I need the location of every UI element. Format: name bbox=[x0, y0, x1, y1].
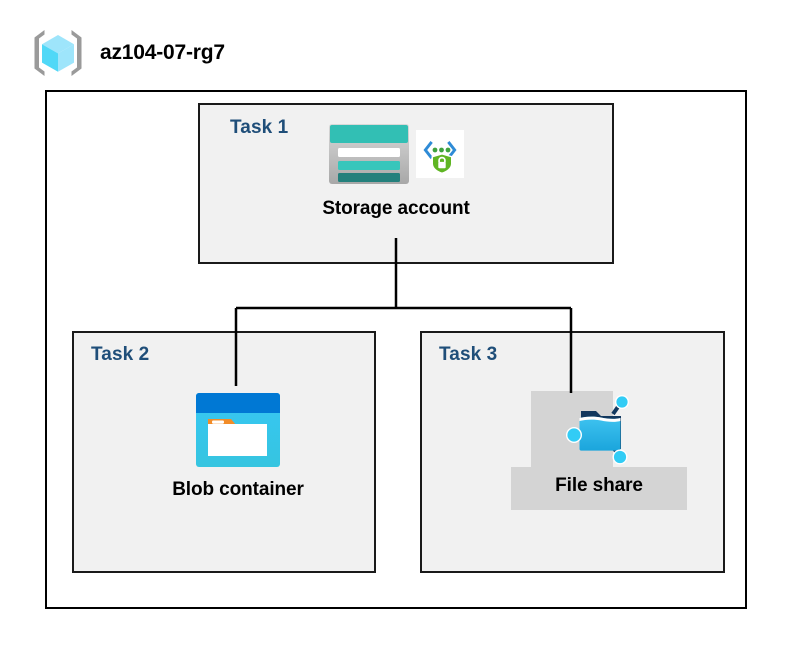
storage-account-icon bbox=[329, 124, 409, 184]
task-3-label: Task 3 bbox=[439, 344, 498, 365]
node-storage-account[interactable]: Storage account bbox=[283, 118, 509, 220]
secure-endpoint-shield-icon bbox=[416, 130, 464, 178]
node-file-share[interactable]: File share bbox=[511, 392, 687, 497]
file-share-label-plate bbox=[511, 467, 687, 510]
resource-group-icon bbox=[34, 30, 82, 76]
storage-account-caption: Storage account bbox=[322, 198, 470, 219]
resource-group-header: az104-07-rg7 bbox=[30, 27, 225, 79]
task-1-label: Task 1 bbox=[230, 117, 289, 138]
resource-group-name: az104-07-rg7 bbox=[100, 41, 225, 64]
file-share-caption: File share bbox=[555, 475, 643, 496]
file-share-icon bbox=[566, 395, 629, 465]
blob-container-caption: Blob container bbox=[172, 479, 304, 500]
blob-container-icon bbox=[196, 393, 280, 467]
node-blob-container[interactable]: Blob container bbox=[152, 392, 324, 501]
task-2-label: Task 2 bbox=[91, 344, 150, 365]
task-3-box[interactable]: Task 3 bbox=[420, 331, 725, 573]
